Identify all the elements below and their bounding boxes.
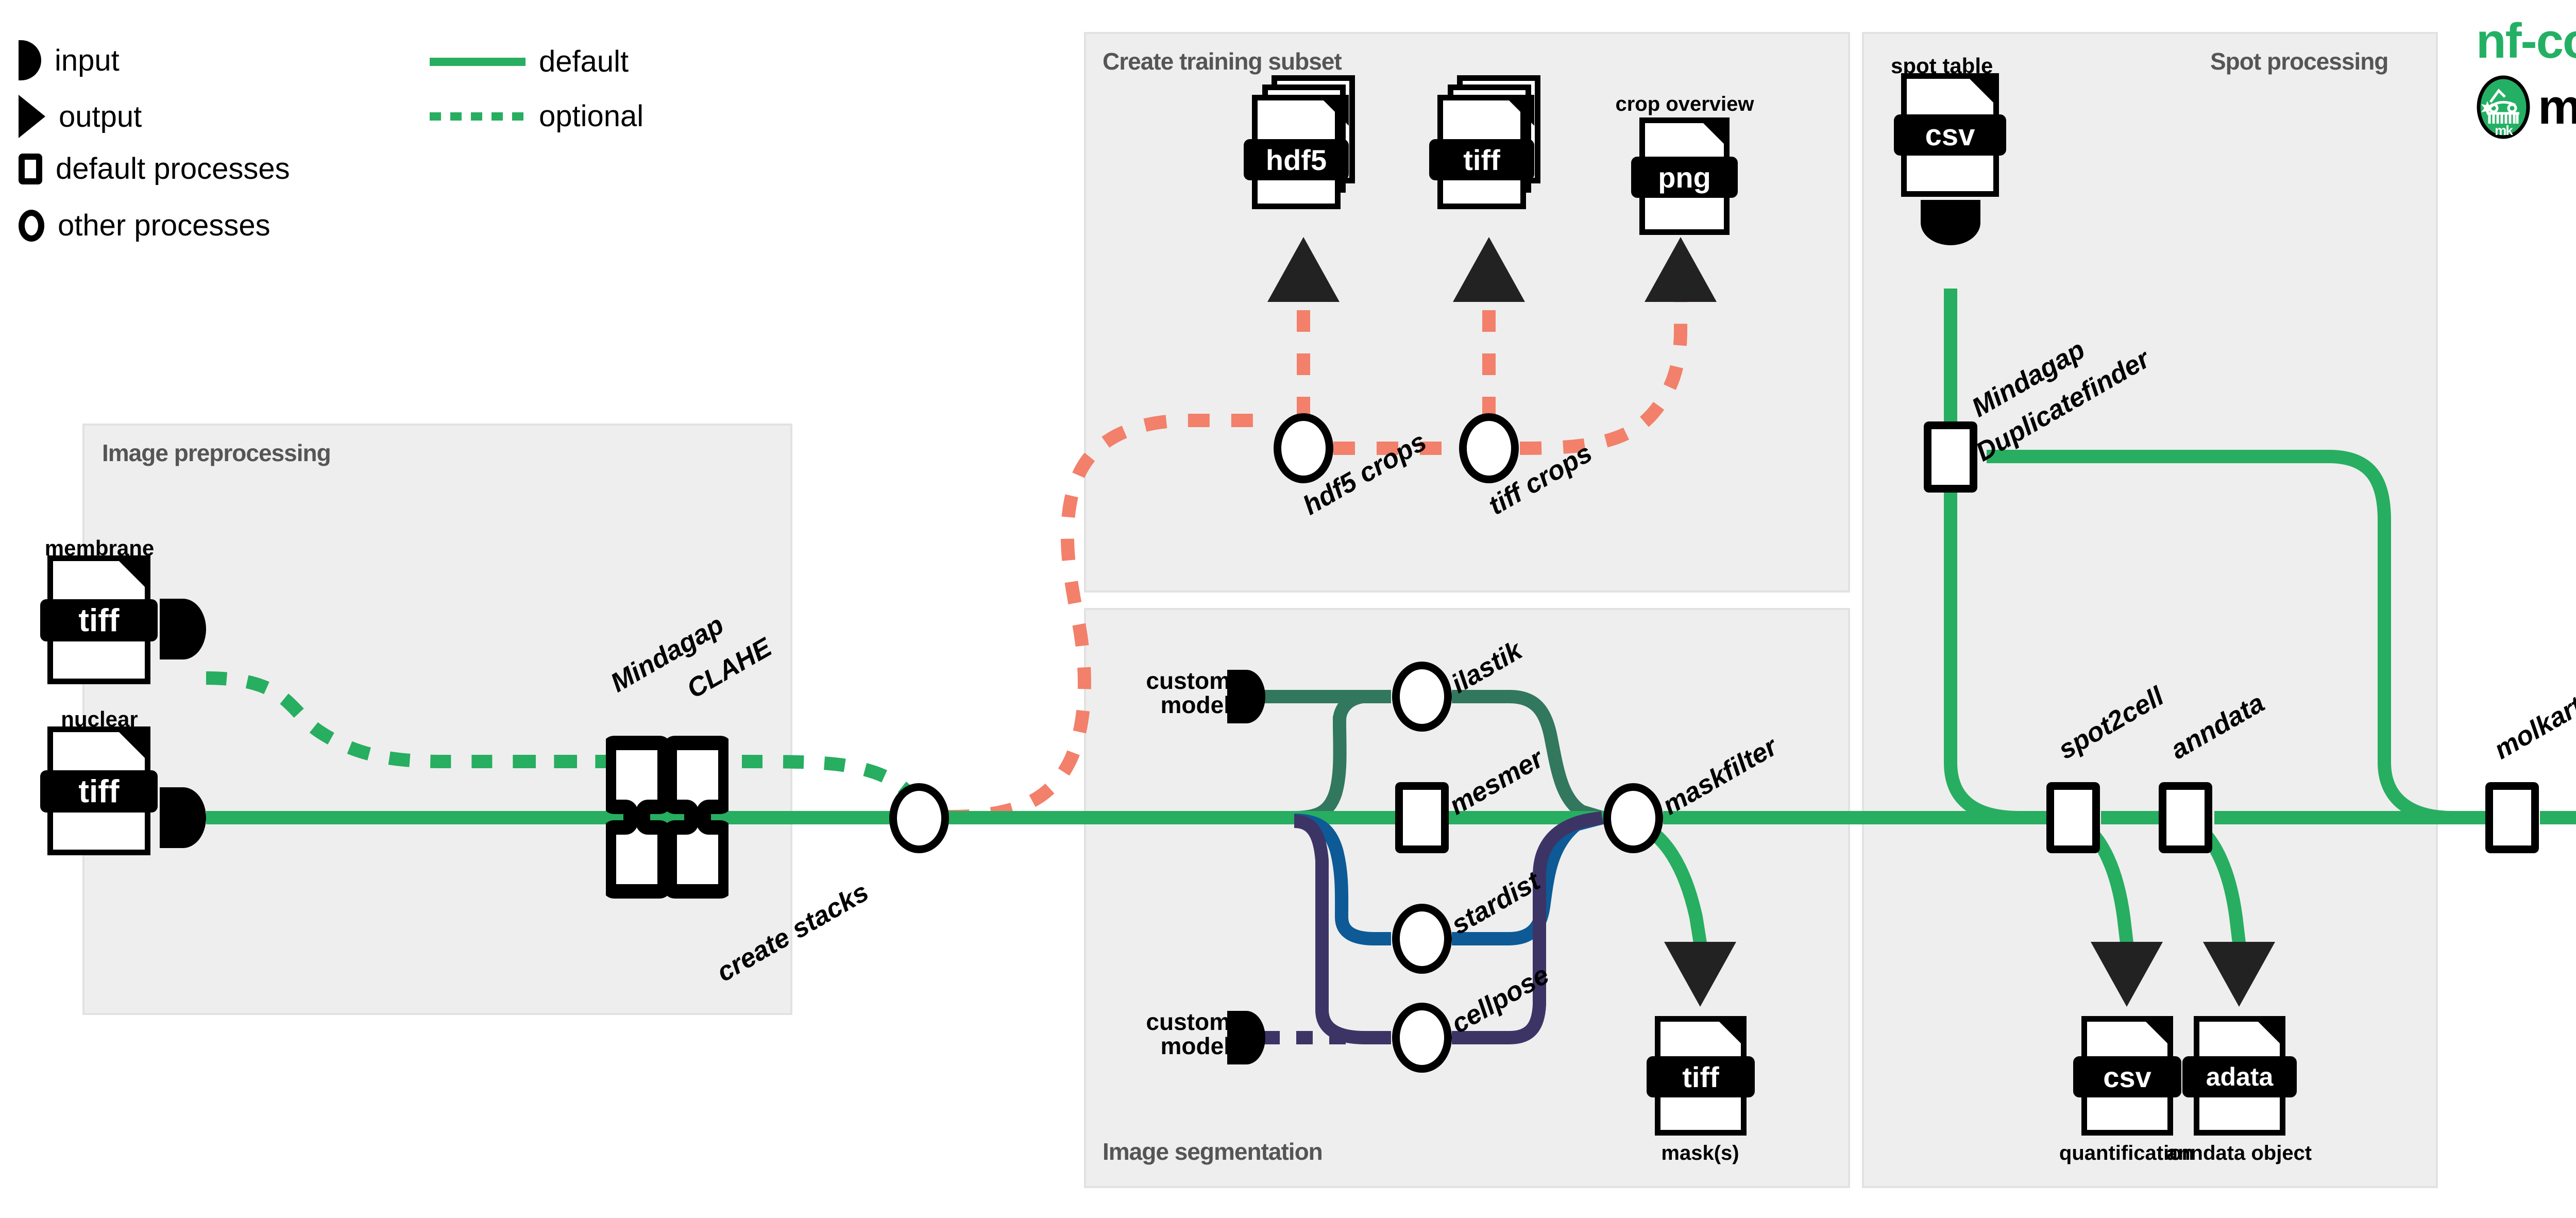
quantification-output[interactable]: csv [2073,1016,2181,1136]
create-stacks-process[interactable] [889,783,949,853]
dotted-line-icon [430,112,526,121]
custom-model-ilastik-plug [1227,670,1265,723]
stardist-process[interactable] [1392,904,1452,974]
masks-output[interactable]: tiff [1647,1016,1755,1136]
legend-label-optional-line: optional [539,99,644,133]
tiff-crops-output[interactable]: tiff [1429,75,1540,230]
spot-table-ext-band: csv [1894,114,2006,156]
masks-ext-band: tiff [1647,1056,1755,1097]
spot-table-input-plug [1921,200,1980,245]
mindagap-duplicatefinder-process[interactable] [1924,421,1977,493]
solid-line-icon [430,57,526,66]
quantification-caption: quantification [2059,1142,2195,1164]
membrane-ext-band: tiff [40,599,158,641]
crop-overview-output[interactable]: png [1631,117,1738,235]
legend-item-default-processes: default processes [19,151,290,186]
square-process-icon [19,153,42,184]
clahe-process[interactable] [663,736,733,901]
membrane-input-plug [160,599,206,659]
masks-caption: mask(s) [1661,1142,1739,1164]
tiff-crops-ext-band: tiff [1429,139,1534,180]
mesmer-process[interactable] [1395,782,1449,853]
molkartqc-process[interactable] [2485,782,2539,853]
legend-label-default-processes: default processes [56,152,290,185]
anndata-caption: anndata object [2166,1142,2312,1164]
input-marker-icon [19,40,41,80]
panel-image-preprocessing [82,424,792,1015]
anndata-output[interactable]: adata [2182,1016,2297,1136]
logo-pipeline: molkart [2538,79,2576,134]
molkartqc-process-label: molkartqc [2489,675,2576,766]
legend-label-output: output [59,99,142,133]
anndata-ext-band: adata [2182,1056,2297,1097]
panel-title-training: Create training subset [1103,48,1342,75]
nf-core-molkart-logo: nf-core / mk molkart [2476,10,2576,139]
hdf5-crops-process[interactable] [1274,413,1333,483]
ilastik-process[interactable] [1392,662,1452,732]
maskfilter-process[interactable] [1603,783,1663,853]
panel-title-preprocessing: Image preprocessing [102,439,331,466]
nuclear-input-plug [160,787,206,848]
hdf5-crops-output[interactable]: hdf5 [1244,75,1355,230]
quantification-ext-band: csv [2073,1056,2181,1097]
legend-item-output: output [19,95,142,138]
legend-label-input: input [55,43,120,77]
custom-model-cellpose-plug [1227,1011,1265,1064]
mindagap-process[interactable] [602,736,672,901]
legend-label-default-line: default [539,45,629,78]
circle-process-icon [19,209,44,242]
legend-item-optional-line: optional [430,99,643,133]
anndata-process[interactable] [2159,782,2212,853]
panel-title-spot: Spot processing [2210,48,2388,75]
tiff-crops-process[interactable] [1459,413,1519,483]
svg-text:mk: mk [2495,123,2513,138]
hdf5-ext-band: hdf5 [1244,139,1349,180]
cellpose-process[interactable] [1392,1003,1452,1073]
legend-label-other-processes: other processes [58,209,270,242]
panel-title-segmentation: Image segmentation [1103,1138,1323,1165]
molkart-badge-icon: mk [2477,75,2530,139]
membrane-tiff-input[interactable]: tiff [40,555,158,684]
spot2cell-process[interactable] [2046,782,2100,853]
legend-item-other-processes: other processes [19,208,270,243]
png-ext-band: png [1631,157,1738,198]
crop-overview-caption: crop overview [1615,93,1754,115]
nuclear-ext-band: tiff [40,770,158,813]
nuclear-tiff-input[interactable]: tiff [40,726,158,855]
legend-item-default-line: default [430,44,629,79]
output-arrow-icon [19,95,45,138]
legend-item-input: input [19,40,120,80]
spot-table-csv-input[interactable]: csv [1894,73,2006,197]
logo-org: nf-core [2476,13,2576,69]
